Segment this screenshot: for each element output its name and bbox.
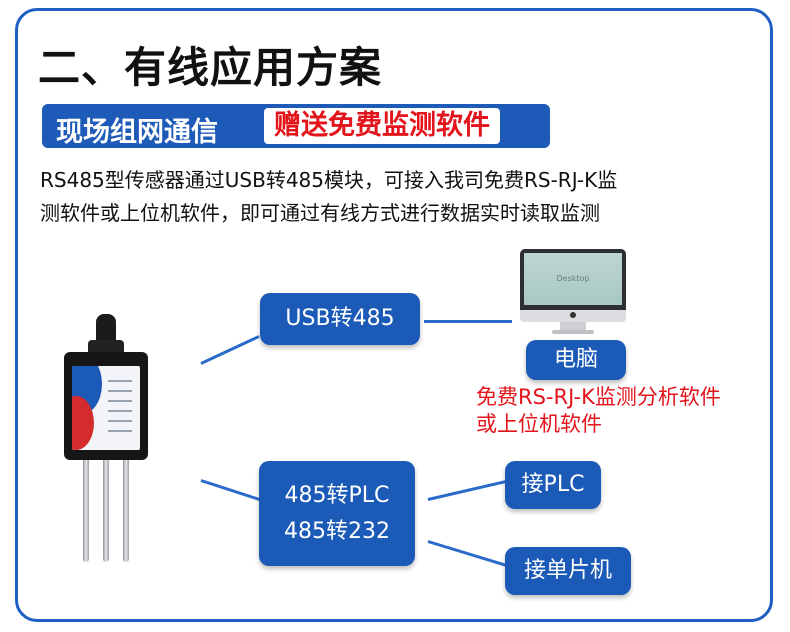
description-line-2: 测软件或上位机软件，即可通过有线方式进行数据实时读取监测 (40, 201, 600, 225)
485-to-232-label: 485转232 (284, 519, 390, 544)
computer-label: 电脑 (553, 347, 598, 372)
sensor-label-line (108, 420, 132, 422)
software-note-line-2: 或上位机软件 (476, 412, 602, 436)
monitor-stand-base (552, 330, 594, 334)
page-title: 二、有线应用方案 (38, 43, 383, 92)
sensor-label-line (108, 430, 132, 432)
sensor-label-red-wave (72, 396, 94, 450)
485-to-plc-label: 485转PLC (284, 483, 390, 508)
converter-box: 485转PLC 485转232 (259, 461, 415, 566)
sensor-label-line (108, 380, 132, 382)
monitor-stand (560, 322, 586, 332)
banner-highlight-text: 赠送免费监测软件 (264, 108, 500, 144)
software-note: 免费RS-RJ-K监测分析软件 或上位机软件 (476, 384, 721, 438)
sensor-label-line (108, 410, 132, 412)
sensor-probe-pin (103, 460, 109, 562)
computer-box: 电脑 (526, 340, 626, 380)
sensor-probe-pin (123, 460, 129, 562)
monitor-screen: Desktop (524, 253, 622, 305)
banner-left-text: 现场组网通信 (56, 117, 218, 148)
connect-mcu-label: 接单片机 (523, 558, 612, 583)
monitor-logo (570, 312, 576, 318)
connect-plc-label: 接PLC (521, 472, 585, 497)
software-note-line-1: 免费RS-RJ-K监测分析软件 (476, 385, 721, 409)
sensor-probe-pin (83, 460, 89, 562)
sensor-label-line (108, 390, 132, 392)
monitor-bezel: Desktop (520, 249, 626, 315)
connect-mcu-box: 接单片机 (505, 547, 631, 595)
connect-plc-box: 接PLC (505, 461, 601, 509)
connector-line (424, 320, 512, 323)
sensor-label (72, 366, 140, 450)
usb-to-485-label: USB转485 (285, 306, 395, 331)
section-banner: 现场组网通信 赠送免费监测软件 (42, 104, 550, 148)
sensor-label-line (108, 400, 132, 402)
description-line-1: RS485型传感器通过USB转485模块，可接入我司免费RS-RJ-K监 (40, 168, 618, 192)
usb-to-485-box: USB转485 (260, 293, 420, 345)
description: RS485型传感器通过USB转485模块，可接入我司免费RS-RJ-K监 测软件… (40, 164, 760, 230)
